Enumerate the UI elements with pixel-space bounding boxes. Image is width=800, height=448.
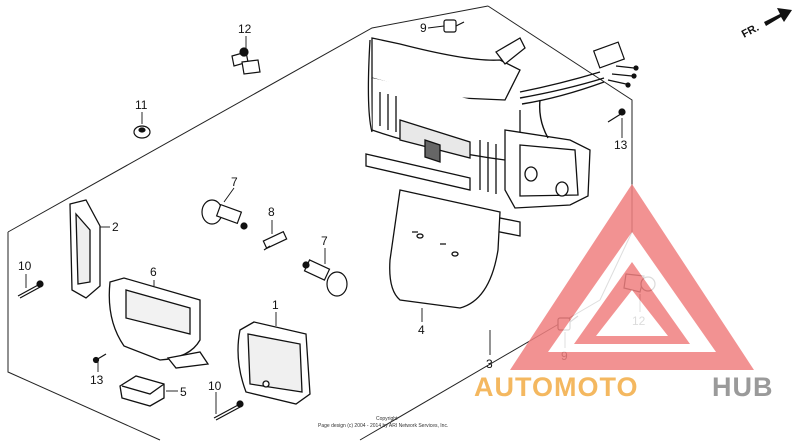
watermark-logo xyxy=(510,184,754,370)
wire-connector xyxy=(592,41,639,88)
license-plate-bracket xyxy=(389,189,501,309)
nut-11 xyxy=(133,125,151,139)
copyright-line-2: Page design (c) 2004 - 2014 by ARI Netwo… xyxy=(318,423,448,429)
callout-4: 4 xyxy=(418,323,425,337)
watermark-triangle-hole xyxy=(596,290,668,336)
front-direction-indicator: FR. xyxy=(740,8,792,41)
watermark-text-automoto: AUTOMOTO xyxy=(474,372,639,402)
copyright-notice: Copyright Page design (c) 2004 - 2014 by… xyxy=(318,416,448,429)
side-reflector xyxy=(69,199,101,299)
callout-1: 1 xyxy=(272,298,279,312)
wedge-bulb xyxy=(262,230,288,251)
callout-8: 8 xyxy=(268,205,275,219)
copyright-line-1: Copyright xyxy=(376,416,398,422)
callout-13-left: 13 xyxy=(90,373,104,387)
taillight-lens xyxy=(237,321,311,405)
callout-2: 2 xyxy=(112,220,119,234)
taillight-housing xyxy=(365,37,591,237)
front-direction-label: FR. xyxy=(740,22,761,41)
grommet-12-upper xyxy=(231,47,261,75)
callout-11: 11 xyxy=(135,98,148,112)
lens-holder xyxy=(108,277,210,369)
callout-7-right: 7 xyxy=(321,234,328,248)
callout-3: 3 xyxy=(486,357,493,371)
screw-10-upper xyxy=(17,280,44,299)
screw-13-left xyxy=(92,353,107,364)
callout-13-right: 13 xyxy=(614,138,628,152)
wiring-harness xyxy=(519,71,605,139)
bulb-right xyxy=(302,259,348,297)
watermark-text-hub: HUB xyxy=(712,372,774,402)
screw-10-lower xyxy=(213,400,244,421)
bolt-9-upper xyxy=(443,19,465,33)
front-arrow-icon xyxy=(764,8,792,26)
callout-12-upper: 12 xyxy=(238,22,252,36)
callout-7-left: 7 xyxy=(231,175,238,189)
callout-10-lower: 10 xyxy=(208,379,222,393)
callout-6: 6 xyxy=(150,265,157,279)
screw-13-right xyxy=(607,108,626,123)
rubber-cushion xyxy=(119,375,165,407)
callout-10-upper: 10 xyxy=(18,259,32,273)
callout-5: 5 xyxy=(180,385,187,399)
bulb-left xyxy=(201,199,248,230)
callout-9-upper: 9 xyxy=(420,21,427,35)
